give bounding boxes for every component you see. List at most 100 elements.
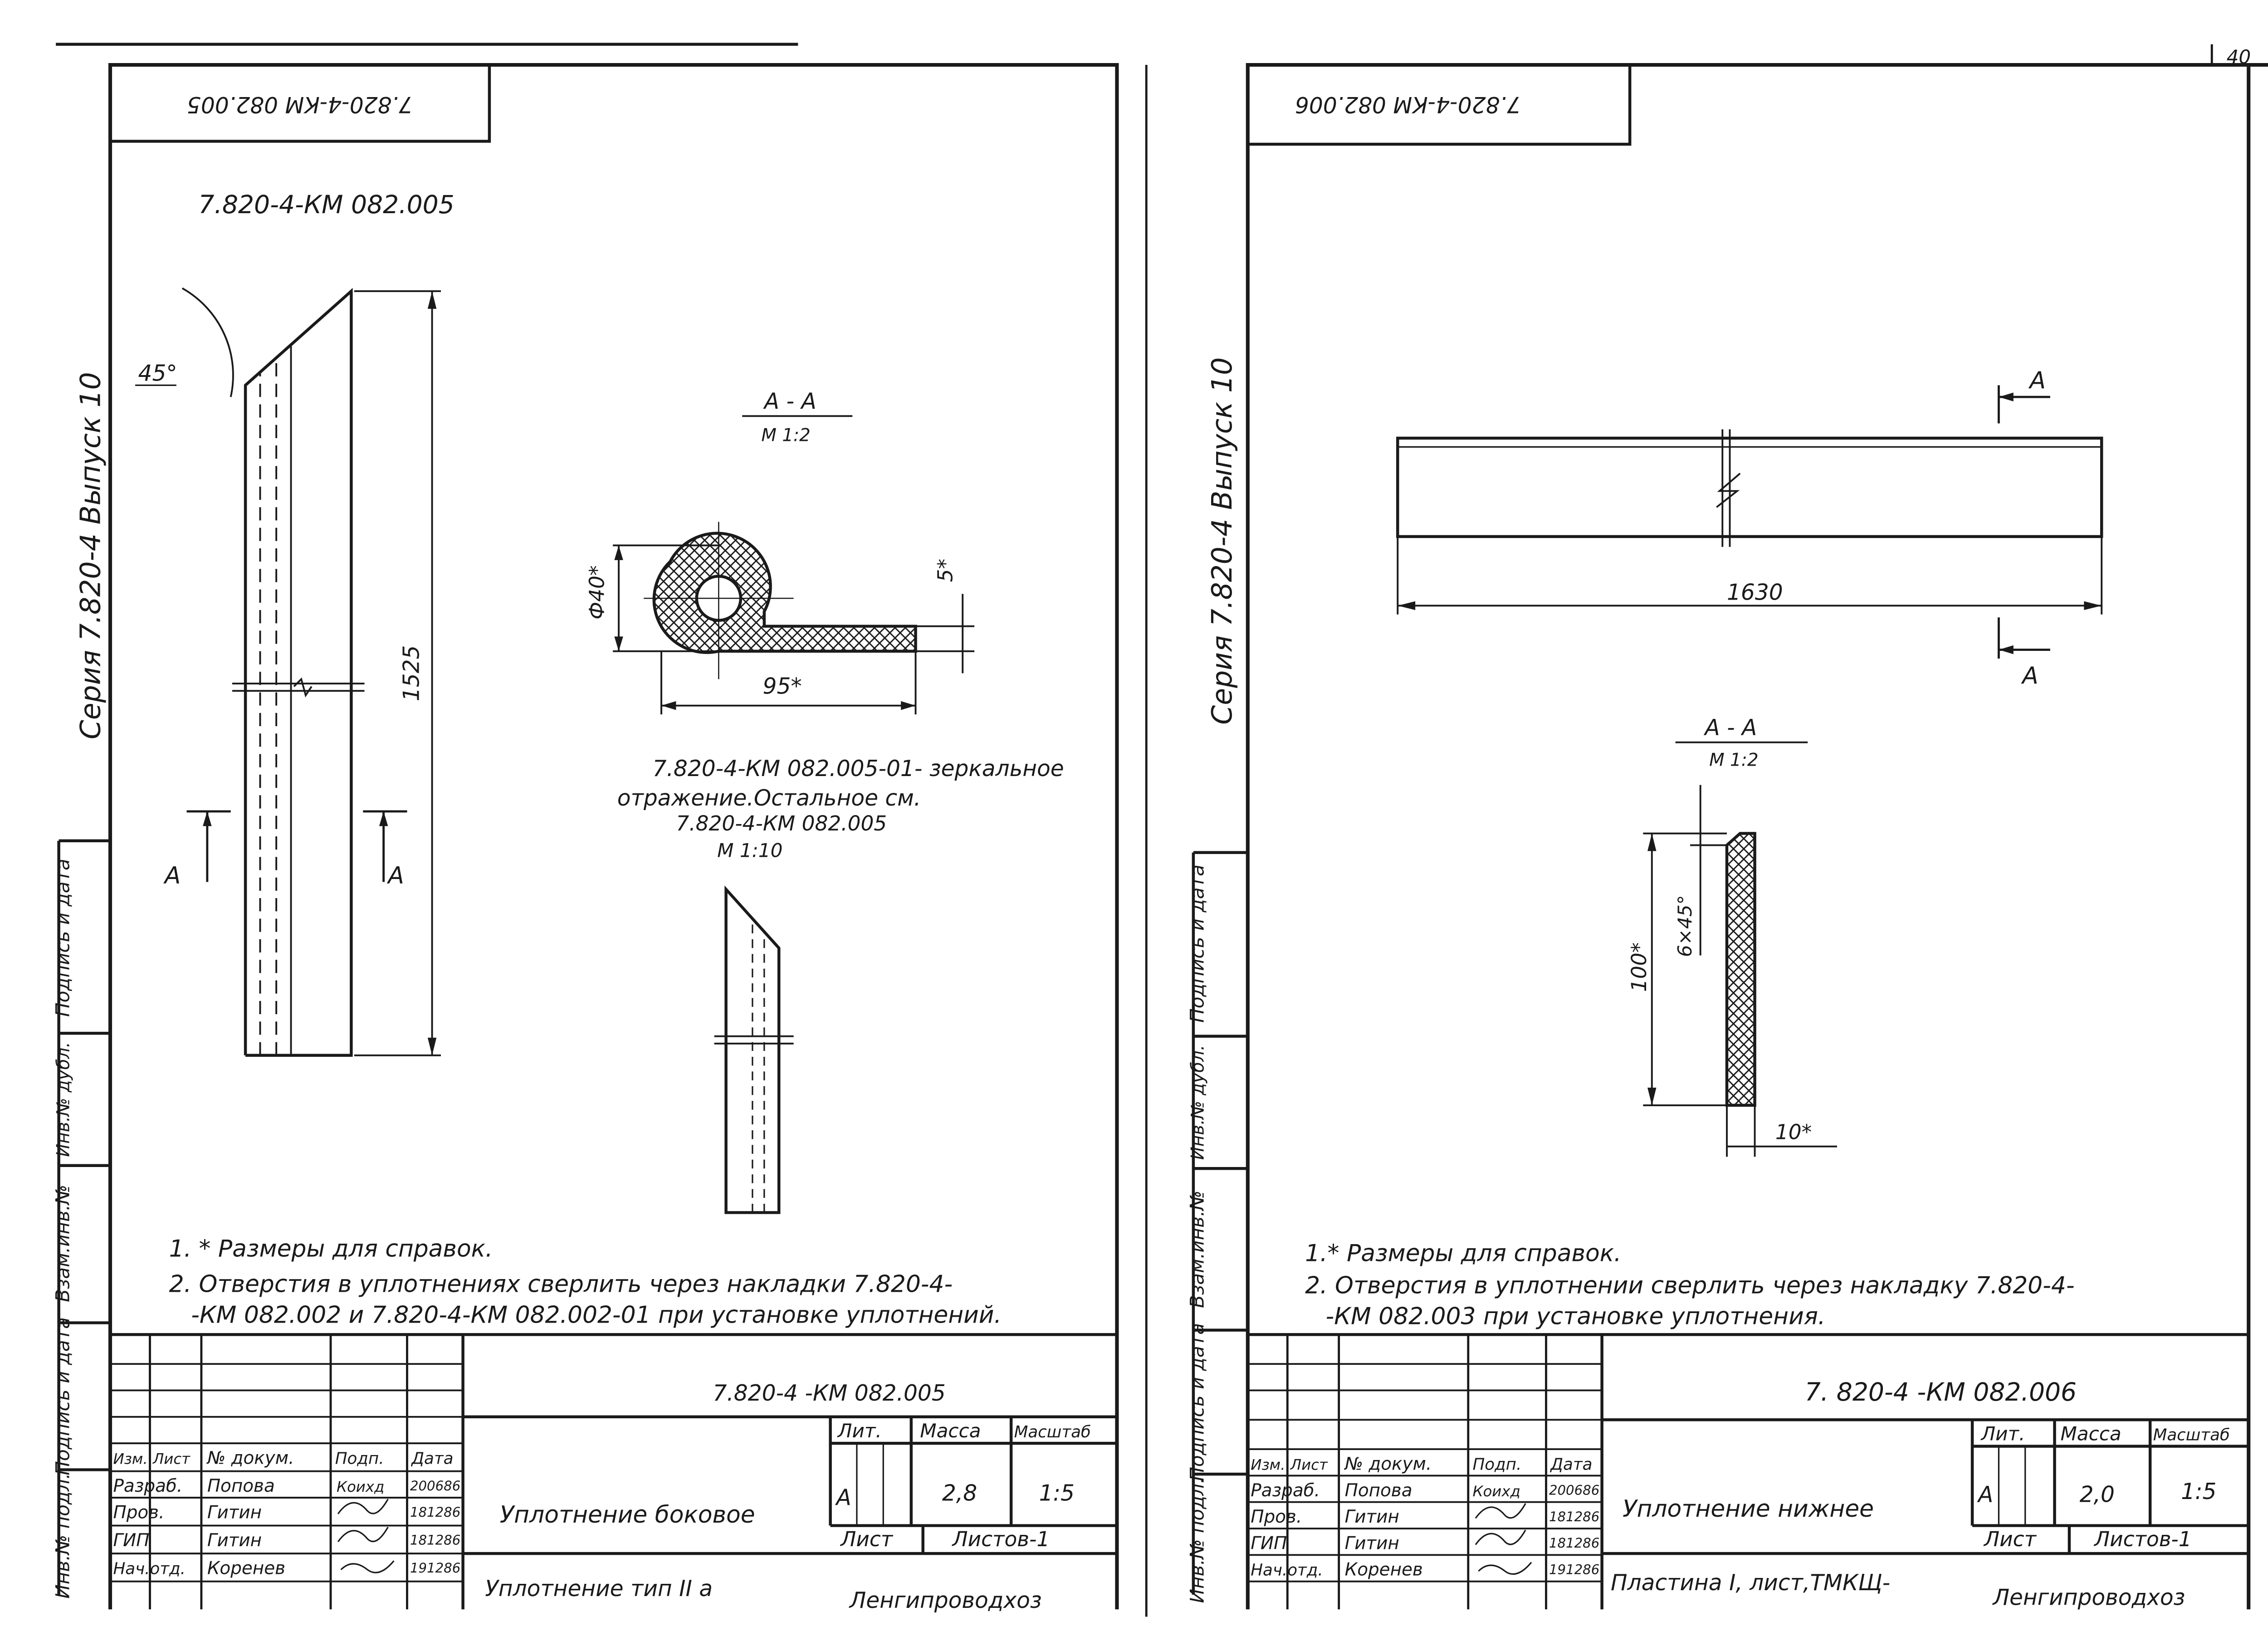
left-tb-mass-h: Масса	[920, 1420, 981, 1442]
left-section-marker-1: А	[163, 862, 181, 889]
left-note-2: 2. Отверстия в уплотнениях сверлить чере…	[169, 1270, 953, 1298]
right-tb-role-2: Пров.	[1251, 1507, 1302, 1527]
right-tb-signatures	[1475, 1503, 1532, 1575]
left-tb-doc-code: 7.820-4 -КМ 082.005	[713, 1381, 945, 1406]
left-width: 95*	[763, 674, 802, 699]
right-section-marker-1: А	[2028, 367, 2045, 394]
right-tb-sheets-h: Листов-1	[2093, 1527, 2192, 1551]
left-tb-role-3: ГИП	[113, 1530, 149, 1551]
left-section-marker-2: А	[386, 862, 404, 889]
left-series-label: Серия 7.820-4 Выпуск 10	[74, 372, 107, 739]
right-series-label: Серия 7.820-4 Выпуск 10	[1206, 357, 1238, 725]
left-note-3: -КМ 082.002 и 7.820-4-КМ 082.002-01 при …	[191, 1301, 1002, 1328]
left-note-1: 1. * Размеры для справок.	[169, 1236, 493, 1263]
left-tb-h-izm: Изм.	[113, 1450, 147, 1467]
left-tb-sign-1: Коихд	[337, 1478, 384, 1495]
right-side-label-replace: Взам.инв.№	[1186, 1191, 1208, 1308]
left-tb-role-4: Нач.отд.	[113, 1559, 185, 1578]
left-tb-name-3: Гитин	[207, 1530, 262, 1551]
left-side-strip: Подпись и дата Инв.№ дубл. Взам.инв.№ По…	[51, 839, 111, 1599]
left-tb-lit-h: Лит.	[837, 1420, 882, 1442]
right-section-view: А - А М 1:2 100* 6×45° 10*	[1627, 715, 1838, 1157]
left-tb-sheets-h: Листов-1	[952, 1527, 1050, 1551]
right-tb-h-doc: № докум.	[1344, 1454, 1432, 1474]
right-stamp: 7.820-4-КМ 082.006	[1295, 92, 1521, 117]
right-frame	[1246, 63, 2268, 1610]
right-tb-material: Пластина I, лист,ТМКЩ-	[1611, 1570, 1890, 1596]
right-section-scale: М 1:2	[1709, 750, 1758, 770]
right-tb-sheet-h: Лист	[1983, 1527, 2037, 1551]
left-tb-material: Уплотнение тип II а	[485, 1576, 713, 1602]
right-tb-mass-h: Масса	[2060, 1423, 2121, 1445]
right-tb-role-1: Разраб.	[1251, 1480, 1320, 1501]
right-tb-sign-1: Коихд	[1472, 1483, 1520, 1500]
right-tb-h-izm: Изм.	[1251, 1456, 1285, 1473]
left-sheet: 7.820-4-КМ 082.005 7.820-4-КМ 082.005 Се…	[51, 43, 1119, 1613]
right-tb-doc-code: 7. 820-4 -КМ 082.006	[1805, 1377, 2077, 1406]
left-tb-org: Ленгипроводхоз	[849, 1588, 1042, 1613]
right-tb-h-list: Лист	[1290, 1456, 1328, 1473]
right-tb-date-3: 181286	[1549, 1535, 1599, 1551]
left-tb-h-date: Дата	[411, 1449, 453, 1468]
left-angle: 45°	[138, 361, 177, 386]
right-section-marker-2: А	[2021, 662, 2038, 689]
left-frame	[108, 63, 1119, 1610]
right-tb-scale: 1:5	[2181, 1479, 2216, 1504]
left-section-title: А - А	[763, 389, 816, 414]
left-tb-name-2: Гитин	[207, 1502, 262, 1523]
left-tb-date-3: 181286	[410, 1533, 460, 1548]
left-side-label-dup: Инв.№ дубл.	[53, 1042, 73, 1157]
left-tb-sheet-h: Лист	[840, 1527, 894, 1551]
left-side-label-sign2: Подпись и дата	[51, 1317, 73, 1475]
left-tb-h-doc: № докум.	[206, 1448, 294, 1468]
left-thk: 5*	[934, 559, 958, 582]
left-tb-role-2: Пров.	[113, 1502, 164, 1523]
left-tb-mass: 2,8	[942, 1480, 977, 1506]
right-tb-org: Ленгипроводхоз	[1992, 1585, 2185, 1611]
left-section-view: А - А М 1:2 Ф40* 5* 95*	[585, 389, 975, 715]
left-mirror-note-2: отражение.Остальное см.	[617, 786, 921, 811]
right-tb-h-sign: Подп.	[1472, 1455, 1521, 1474]
right-side-strip: Подпись и дата Инв.№ дубл. Взам.инв.№ По…	[1186, 851, 1248, 1603]
right-plate-drawing: А А 1630	[1396, 367, 2103, 689]
right-tb-name: Уплотнение нижнее	[1623, 1495, 1874, 1523]
right-sheet: 7.820-4-КМ 082.006 Серия 7.820-4 Выпуск …	[1186, 63, 2268, 1611]
left-tb-date-4: 191286	[410, 1560, 460, 1576]
right-tb-role-4: Нач.отд.	[1251, 1561, 1323, 1580]
right-tb-scale-h: Масштаб	[2153, 1426, 2230, 1445]
right-tb-date-1: 200686	[1549, 1483, 1599, 1498]
left-tb-name-1: Попова	[207, 1476, 275, 1496]
left-tb-lit: А	[835, 1485, 851, 1510]
right-tb-date-4: 191286	[1549, 1562, 1599, 1577]
left-tb-name-4: Коренев	[207, 1558, 285, 1578]
right-side-label-sign1: Подпись и дата	[1186, 864, 1208, 1023]
left-tb-signatures	[337, 1499, 395, 1573]
left-section-scale: М 1:2	[761, 425, 810, 445]
right-tb-lit-h: Лит.	[1980, 1423, 2025, 1445]
left-tb-h-list: Лист	[152, 1450, 191, 1467]
right-chamfer: 6×45°	[1674, 895, 1696, 957]
left-tb-scale: 1:5	[1039, 1480, 1075, 1506]
right-tb-name-1: Попова	[1345, 1480, 1413, 1501]
right-tb-h-date: Дата	[1549, 1455, 1592, 1474]
right-side-label-inv: Инв.№ подл.	[1186, 1477, 1208, 1603]
left-tb-date-1: 200686	[410, 1478, 460, 1494]
left-tb-scale-h: Масштаб	[1014, 1423, 1091, 1441]
left-mirror-note-3: 7.820-4-КМ 082.005	[676, 811, 887, 835]
left-mirror-part	[714, 885, 794, 1214]
left-tb-h-sign: Подп.	[335, 1449, 384, 1468]
right-tb-name-2: Гитин	[1345, 1507, 1399, 1527]
left-tb-name: Уплотнение боковое	[500, 1501, 755, 1529]
right-height: 100*	[1627, 943, 1651, 992]
left-stamp-box	[108, 63, 491, 143]
left-length: 1525	[399, 645, 424, 702]
right-section-title: А - А	[1703, 715, 1757, 740]
right-thk: 10*	[1775, 1120, 1812, 1144]
right-title-block: 7. 820-4 -КМ 082.006 Изм. Лист № докум. …	[1247, 1333, 2249, 1611]
left-doc-code: 7.820-4-КМ 082.005	[198, 190, 454, 219]
left-title-block: 7.820-4 -КМ 082.005 Изм. Лист № докум. П…	[110, 1333, 1117, 1613]
right-length: 1630	[1727, 580, 1783, 605]
left-side-label-replace: Взам.инв.№	[51, 1185, 73, 1302]
left-mirror-note-1: 7.820-4-КМ 082.005-01- зеркальное	[653, 756, 1064, 781]
right-tb-name-3: Гитин	[1345, 1533, 1399, 1553]
